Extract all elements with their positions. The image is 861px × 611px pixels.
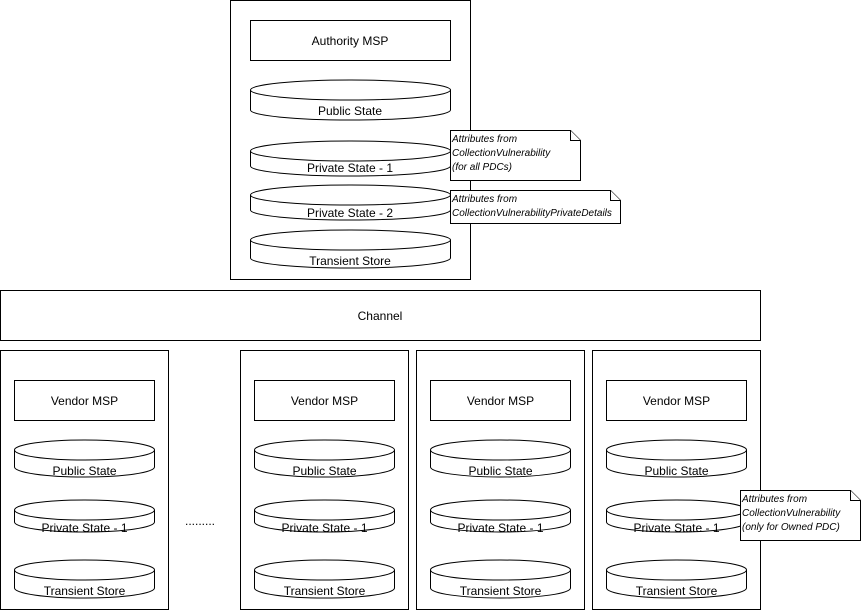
vendor-public-state-label: Public State — [292, 464, 356, 478]
channel-box: Channel — [0, 290, 761, 341]
vendor-private-state-1-store: Private State - 1 — [254, 499, 395, 535]
vendor-transient-store: Transient Store — [254, 559, 395, 599]
authority-public-state-store: Public State — [250, 79, 451, 121]
vendor-transient-store-label: Transient Store — [284, 584, 366, 598]
vendor-transient-store: Transient Store — [14, 559, 155, 599]
authority-note-1-line-2: CollectionVulnerability — [452, 148, 551, 159]
vendor-note-line-1: Attributes from — [741, 494, 807, 505]
authority-msp-label: Authority MSP — [312, 34, 389, 48]
vendor-private-state-1-label: Private State - 1 — [41, 521, 127, 535]
authority-note-1-line-3: (for all PDCs) — [452, 162, 512, 173]
authority-transient-store-label: Transient Store — [309, 254, 391, 268]
vendor-private-state-1-label: Private State - 1 — [281, 521, 367, 535]
authority-transient-store: Transient Store — [250, 229, 451, 269]
vendor-note-line-3: (only for Owned PDC) — [742, 522, 840, 533]
vendor-msp-box: Vendor MSP — [606, 380, 747, 421]
vendor-transient-store-label: Transient Store — [460, 584, 542, 598]
authority-private-state-1-store: Private State - 1 — [250, 140, 451, 177]
vendor-msp-label: Vendor MSP — [467, 394, 534, 408]
vendor-msp-box: Vendor MSP — [14, 380, 155, 421]
vendor-msp-label: Vendor MSP — [643, 394, 710, 408]
vendor-note-owned-pdc: Attributes from CollectionVulnerability … — [740, 490, 861, 541]
authority-note-2-line-1: Attributes from — [451, 194, 517, 205]
authority-private-state-1-label: Private State - 1 — [307, 161, 393, 175]
vendors-ellipsis: ......... — [185, 514, 215, 528]
authority-private-state-2-label: Private State - 2 — [307, 206, 393, 220]
authority-container: Authority MSP Public State Private State… — [230, 0, 471, 280]
vendor-private-state-1-label: Private State - 1 — [633, 521, 719, 535]
vendor-msp-label: Vendor MSP — [291, 394, 358, 408]
vendor-public-state-store: Public State — [430, 439, 571, 478]
vendor-transient-store: Transient Store — [606, 559, 747, 599]
vendor-msp-box: Vendor MSP — [430, 380, 571, 421]
vendor-transient-store-label: Transient Store — [44, 584, 126, 598]
vendor-note-line-2: CollectionVulnerability — [742, 508, 841, 519]
vendor-public-state-store: Public State — [14, 439, 155, 478]
vendor-transient-store: Transient Store — [430, 559, 571, 599]
authority-private-state-2-store: Private State - 2 — [250, 184, 451, 221]
vendor-public-state-store: Public State — [606, 439, 747, 478]
vendor-msp-box: Vendor MSP — [254, 380, 395, 421]
vendor-public-state-label: Public State — [52, 464, 116, 478]
vendor-msp-label: Vendor MSP — [51, 394, 118, 408]
vendor-private-state-1-store: Private State - 1 — [430, 499, 571, 535]
authority-note-collection-vulnerability: Attributes from CollectionVulnerability … — [450, 130, 581, 181]
vendor-private-state-1-store: Private State - 1 — [14, 499, 155, 535]
vendor-public-state-label: Public State — [468, 464, 532, 478]
vendor-transient-store-label: Transient Store — [636, 584, 718, 598]
vendor-public-state-store: Public State — [254, 439, 395, 478]
vendor-private-state-1-label: Private State - 1 — [457, 521, 543, 535]
vendor-public-state-label: Public State — [644, 464, 708, 478]
authority-note-private-details: Attributes from CollectionVulnerabilityP… — [450, 190, 621, 224]
authority-note-2-line-2: CollectionVulnerabilityPrivateDetails — [452, 208, 612, 219]
authority-msp-box: Authority MSP — [250, 20, 451, 61]
channel-label: Channel — [358, 309, 403, 323]
authority-public-state-label: Public State — [318, 104, 382, 118]
authority-note-1-line-1: Attributes from — [451, 134, 517, 145]
